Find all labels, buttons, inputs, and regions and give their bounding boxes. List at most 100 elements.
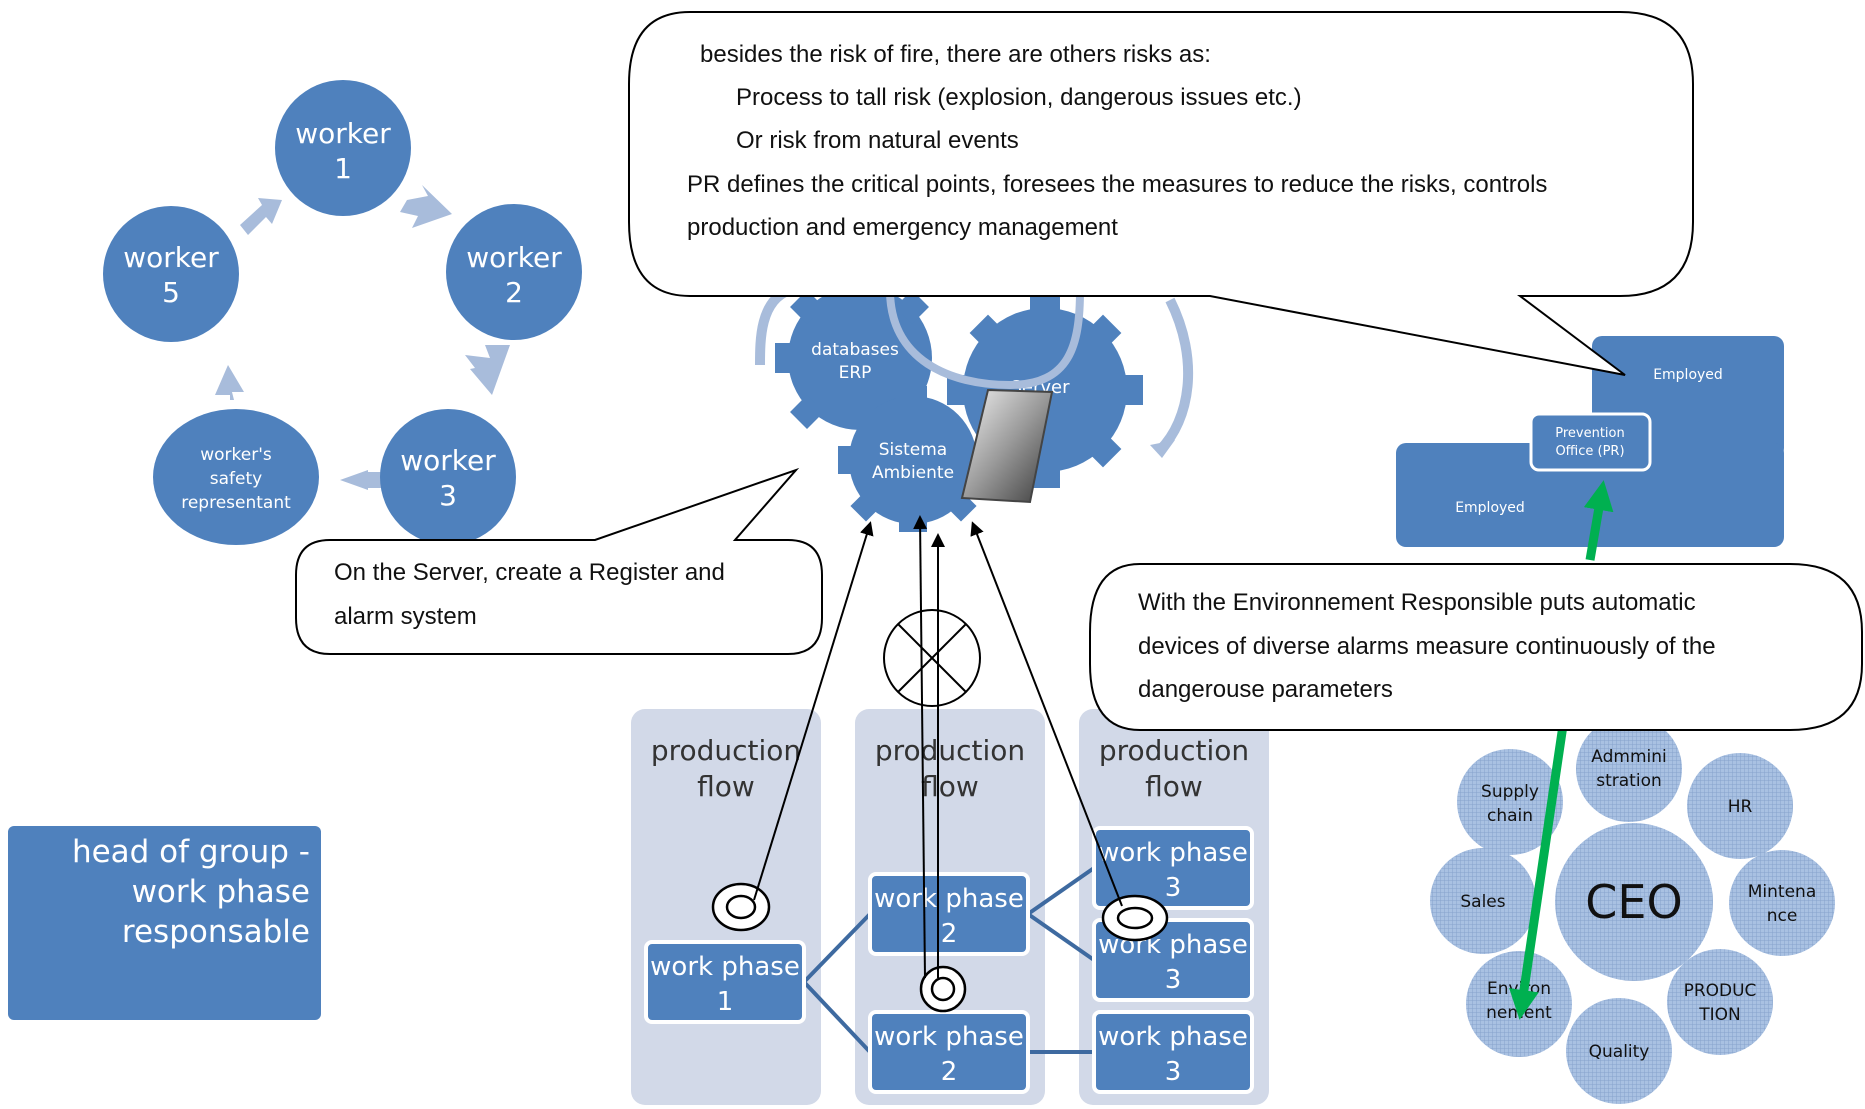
worker-3-label: worker: [400, 444, 496, 477]
green-arrow-to-environment: [1509, 704, 1571, 1020]
sistema-ambiente-gear: Sistema Ambiente: [838, 386, 977, 532]
callout-server-register: On the Server, create a Register and ala…: [295, 467, 823, 655]
svg-text:chain: chain: [1487, 806, 1533, 826]
svg-text:CEO: CEO: [1585, 875, 1682, 929]
callout-top-risks: besides the risk of fire, there are othe…: [628, 11, 1694, 376]
org-node-quality: Quality: [1566, 998, 1672, 1104]
svg-text:worker's: worker's: [200, 445, 272, 465]
svg-text:work phase: work phase: [1098, 1022, 1248, 1052]
svg-text:databases: databases: [811, 340, 899, 360]
svg-text:Supply: Supply: [1481, 782, 1539, 802]
work-phase-3-bottom: work phase 3: [1092, 1010, 1254, 1094]
svg-text:safety: safety: [210, 469, 262, 489]
svg-text:work phase: work phase: [1098, 838, 1248, 868]
worker-5-node: worker 5: [103, 206, 239, 342]
svg-text:ERP: ERP: [839, 363, 872, 383]
svg-text:With the Environnement Respons: With the Environnement Responsible puts …: [1138, 589, 1696, 616]
production-flow-section: production flow production flow producti…: [631, 515, 1269, 1105]
gear-loop-arrow-right: [1156, 297, 1194, 454]
svg-text:responsable: responsable: [122, 914, 310, 950]
crossed-circle-symbol: [883, 609, 981, 707]
svg-text:3: 3: [1165, 1057, 1182, 1087]
svg-text:PR defines the critical points: PR defines the critical points, foresees…: [687, 171, 1547, 198]
svg-text:nce: nce: [1767, 906, 1798, 926]
svg-text:stration: stration: [1596, 771, 1662, 791]
svg-text:Quality: Quality: [1589, 1042, 1650, 1062]
svg-text:head of group -: head of group -: [72, 834, 310, 870]
head-of-group-box: head of group - work phase responsable: [8, 826, 321, 1020]
svg-text:production: production: [1099, 734, 1249, 767]
safety-representative-node: worker's safety representant: [153, 409, 319, 545]
work-phase-1: work phase 1: [644, 940, 806, 1024]
green-arrows: [1509, 480, 1614, 1020]
svg-text:Ambiente: Ambiente: [872, 463, 954, 483]
org-node-ceo: CEO: [1555, 823, 1713, 981]
tablet-device-icon: [960, 388, 1054, 504]
org-node-hr: HR: [1687, 753, 1793, 859]
cycle-arrow-4-5: [215, 365, 244, 400]
svg-text:work phase: work phase: [650, 952, 800, 982]
svg-text:dangerouse parameters: dangerouse parameters: [1138, 676, 1393, 703]
prevention-office-pr: Prevention Office (PR): [1529, 412, 1652, 472]
svg-text:Prevention: Prevention: [1555, 426, 1625, 441]
work-phase-2-upper: work phase 2: [868, 872, 1030, 956]
svg-text:On the Server, create a Regist: On the Server, create a Register and: [334, 559, 725, 586]
worker-5-label: worker: [123, 241, 219, 274]
svg-text:besides the risk of fire, ther: besides the risk of fire, there are othe…: [700, 41, 1211, 68]
svg-text:1: 1: [717, 987, 734, 1017]
svg-text:devices of diverse alarms meas: devices of diverse alarms measure contin…: [1138, 633, 1716, 660]
svg-text:work phase: work phase: [132, 874, 310, 910]
worker-3-number: 3: [439, 479, 457, 512]
org-node-supply-chain: Supply chain: [1457, 749, 1563, 855]
svg-text:TION: TION: [1698, 1005, 1741, 1025]
worker-3-node: worker 3: [380, 409, 516, 545]
svg-text:production: production: [651, 734, 801, 767]
sensor-ring-phase-1: [711, 882, 771, 932]
svg-text:Process to tall risk (explosio: Process to tall risk (explosion, dangero…: [736, 84, 1302, 111]
cycle-arrow-5-1: [240, 198, 282, 235]
worker-1-number: 1: [334, 152, 352, 185]
green-arrow-to-pr: [1583, 480, 1614, 561]
sensor-arrows: [753, 515, 1123, 979]
callout-environment-alarms: With the Environnement Responsible puts …: [1089, 563, 1863, 731]
svg-text:flow: flow: [921, 770, 979, 803]
svg-text:Sistema: Sistema: [879, 440, 947, 460]
svg-text:3: 3: [1165, 965, 1182, 995]
svg-text:HR: HR: [1728, 797, 1753, 817]
sensor-ring-phase-3: [1101, 894, 1169, 942]
svg-text:3: 3: [1165, 873, 1182, 903]
svg-text:2: 2: [941, 919, 958, 949]
svg-text:production: production: [875, 734, 1025, 767]
svg-text:Employed: Employed: [1455, 500, 1525, 516]
work-phase-3-top: work phase 3: [1092, 826, 1254, 910]
svg-text:production and emergency manag: production and emergency management: [687, 214, 1118, 241]
worker-cycle: worker 1 worker 2 worker 3 worker's safe…: [103, 80, 582, 545]
worker-1-node: worker 1: [275, 80, 411, 216]
org-node-maintenance: Mintena nce: [1729, 850, 1835, 956]
svg-text:Admmini: Admmini: [1591, 747, 1666, 767]
cycle-arrow-3-4: [340, 470, 390, 490]
svg-text:Or risk from natural events: Or risk from natural events: [736, 127, 1019, 154]
org-circle-chart: Admmini stration HR Mintena nce PRODUC T…: [1430, 716, 1835, 1104]
svg-text:representant: representant: [181, 493, 291, 513]
svg-text:work phase: work phase: [874, 884, 1024, 914]
svg-text:PRODUC: PRODUC: [1684, 981, 1757, 1001]
svg-text:flow: flow: [1145, 770, 1203, 803]
cycle-arrow-2-3: [465, 345, 510, 395]
gears-cluster: Server databases ERP: [755, 272, 1194, 532]
gear-ring-arrow: [886, 289, 1084, 390]
svg-text:Sales: Sales: [1460, 892, 1505, 912]
svg-text:flow: flow: [697, 770, 755, 803]
phase-connectors: [802, 866, 1096, 1054]
svg-text:alarm system: alarm system: [334, 603, 477, 630]
org-node-administration: Admmini stration: [1576, 716, 1682, 822]
worker-2-label: worker: [466, 241, 562, 274]
worker-1-label: worker: [295, 117, 391, 150]
sensor-ring-phase-2: [919, 965, 967, 1013]
org-node-sales: Sales: [1430, 848, 1536, 954]
worker-2-node: worker 2: [446, 204, 582, 340]
svg-text:Employed: Employed: [1653, 367, 1723, 383]
svg-text:Mintena: Mintena: [1748, 882, 1816, 902]
